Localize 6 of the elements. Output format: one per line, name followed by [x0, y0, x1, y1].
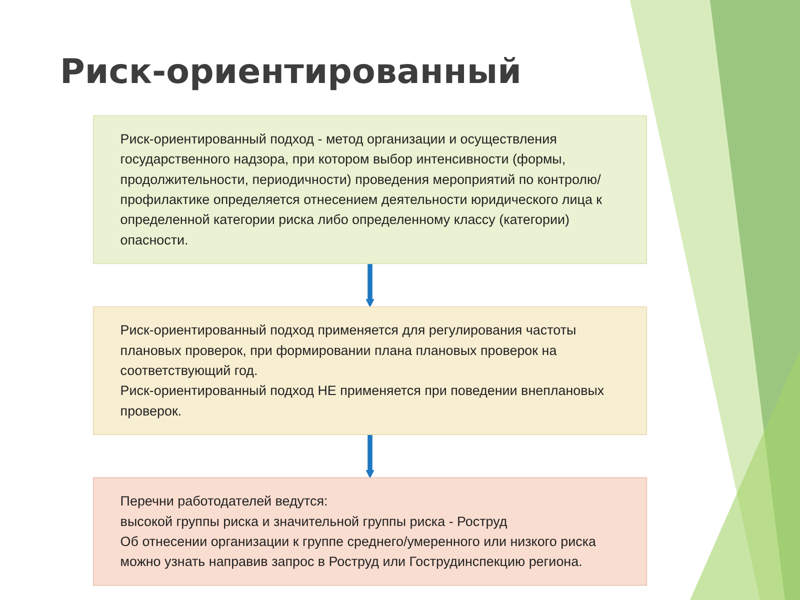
process-box: Перечни работодателей ведутся: высокой группы риска и значительной группы риска - Роструд Об отнесении организации к группе среднего/умеренного или низкого риска можно узнать направив запрос в Роструд или Гострудинспекцию региона. [92, 477, 648, 586]
process-box: Риск-ориентированный подход - метод организации и осуществления государственного надзора, при котором выбор интенсивности (формы, продолжительности, периодичности) проведения мероприятий по контролю/ профилактике определяется отнесением деятельности юридического лица к определенной категории риска либо определенному классу (категории) опасности. [92, 115, 648, 264]
slide-title: Риск-ориентированный [60, 52, 522, 92]
arrow [366, 434, 374, 478]
process-box: Риск-ориентированный подход применяется для регулирования частоты плановых проверок, при формировании плана плановых проверок на соответствующий год. Риск-ориентированный подход НЕ применяется при поведении внеплановых проверок. [92, 306, 648, 436]
arrow [366, 264, 374, 308]
